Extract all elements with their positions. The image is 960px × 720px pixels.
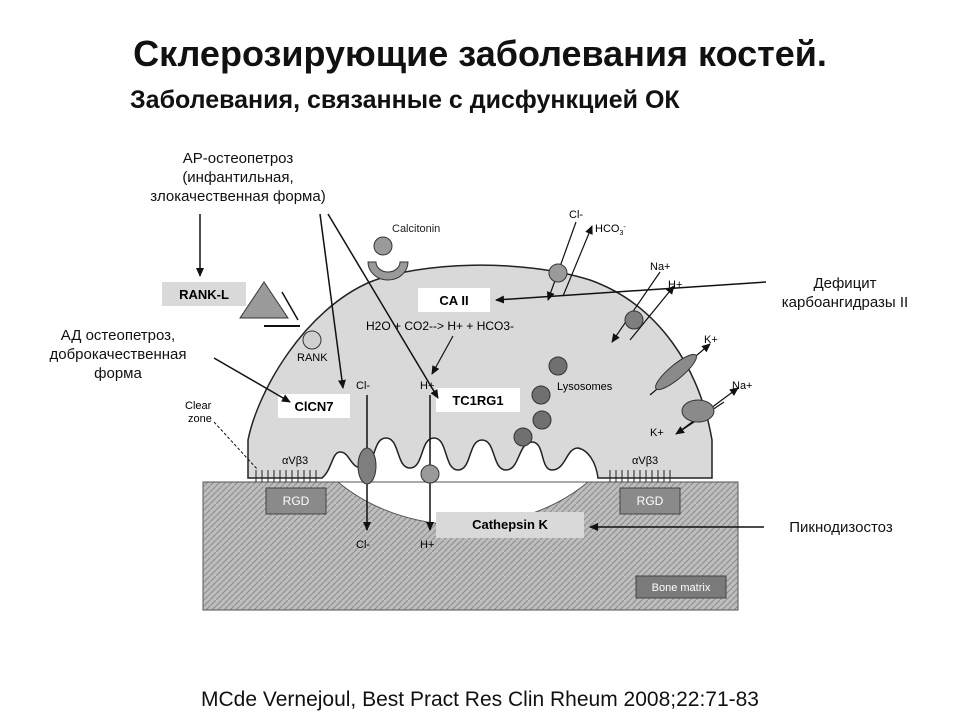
na-influx-arrow xyxy=(611,271,661,343)
cl-top-label: Cl- xyxy=(569,209,583,221)
clear-zone-pointer xyxy=(213,421,259,471)
rank-receptor xyxy=(302,330,322,350)
rgd-right-box xyxy=(619,487,681,515)
slide-subtitle: Заболевания, связанные с дисфункцией ОК xyxy=(130,86,680,114)
cl-in-label: Cl- xyxy=(356,380,370,392)
ca2-box xyxy=(418,288,490,312)
integrin-feet-left xyxy=(255,470,317,482)
ad-line-2: доброкачественная xyxy=(49,346,187,363)
rank-label: RANK xyxy=(297,352,328,364)
cathepsin-box xyxy=(436,512,584,538)
rank-l-label: RANK-L xyxy=(179,287,229,302)
ar-line-3: злокачественная форма) xyxy=(150,188,326,205)
h-in-label: H+ xyxy=(420,380,434,392)
ar-line-1: АР-остеопетроз xyxy=(182,150,294,167)
ca-line-2: карбоангидразы II xyxy=(781,294,909,311)
proton-pump xyxy=(420,464,440,484)
pycnodysostosis-label: Пикнодизостоз xyxy=(789,519,893,536)
ad-line-1: АД остеопетроз, xyxy=(60,327,176,344)
h-to-tc1rg1-arrow xyxy=(431,335,454,375)
rgd-right-label: RGD xyxy=(637,494,664,508)
rank-l-stem xyxy=(281,291,299,321)
cl-influx-arrow xyxy=(546,221,577,301)
hco3-efflux-arrow xyxy=(562,225,593,297)
integrin-left-label: αVβ3 xyxy=(282,455,308,467)
cathepsin-label: Cathepsin K xyxy=(472,517,548,532)
calcitonin-label: Calcitonin xyxy=(392,223,440,235)
lysosome-3 xyxy=(532,410,552,430)
zone-label: zone xyxy=(188,413,212,425)
reaction-label: H2O + CO2--> H+ + HCO3- xyxy=(366,319,514,333)
integrin-right-label: αVβ3 xyxy=(632,455,658,467)
k-channel xyxy=(655,353,697,391)
slide-title: Склерозирующие заболевания костей. xyxy=(133,33,827,74)
integrin-feet-right xyxy=(609,470,671,482)
lysosome-1 xyxy=(548,356,568,376)
clcn7-label: ClCN7 xyxy=(294,399,333,414)
cl-out-label: Cl- xyxy=(356,539,370,551)
calcitonin-receptor xyxy=(367,261,409,281)
lysosome-2 xyxy=(531,385,551,405)
h-out-label: H+ xyxy=(420,539,434,551)
anion-exchanger xyxy=(548,263,568,283)
rgd-left-box xyxy=(265,487,327,515)
citation: MCde Vernejoul, Best Pract Res Clin Rheu… xyxy=(201,688,759,711)
k-low-label: K+ xyxy=(650,427,664,439)
ad-osteopetrosis-label: АД остеопетроз, доброкачественная форма xyxy=(18,326,218,383)
ar-to-clcn7-arrow xyxy=(319,213,346,389)
rgd-left-label: RGD xyxy=(283,494,310,508)
rank-l-ligand xyxy=(239,281,289,319)
na-top-label: Na+ xyxy=(650,261,671,273)
ar-to-tc1rg1-arrow xyxy=(327,213,439,399)
h-efflux-arrow xyxy=(629,285,675,341)
bone-matrix-label: Bone matrix xyxy=(652,582,711,594)
ca-to-ca2-arrow xyxy=(495,281,767,304)
tc1rg1-label: TC1RG1 xyxy=(452,393,503,408)
h-top-label: H+ xyxy=(668,279,682,291)
k-plus-label: K+ xyxy=(704,334,718,346)
chloride-channel xyxy=(357,447,377,485)
calcitonin-ligand xyxy=(373,236,393,256)
tc1rg1-box xyxy=(436,388,520,412)
ca-deficiency-label: Дефицит карбоангидразы II xyxy=(760,274,930,312)
na-h-exchanger xyxy=(624,310,644,330)
lysosome-4 xyxy=(513,427,533,447)
clear-label: Clear xyxy=(185,400,212,412)
lysosomes-label: Lysosomes xyxy=(557,381,613,393)
hco3-top-label: HCO3- xyxy=(595,223,626,237)
rank-l-box xyxy=(162,282,246,306)
ad-to-clcn7-arrow xyxy=(213,357,291,403)
ad-line-3: форма xyxy=(94,365,142,382)
na-k-pump xyxy=(681,399,715,423)
ar-osteopetrosis-label: АР-остеопетроз (инфантильная, злокачеств… xyxy=(118,149,358,206)
ca2-label: CA II xyxy=(439,293,468,308)
ar-line-2: (инфантильная, xyxy=(182,169,294,186)
ca-line-1: Дефицит xyxy=(813,275,877,292)
bone-matrix-box xyxy=(635,575,727,599)
